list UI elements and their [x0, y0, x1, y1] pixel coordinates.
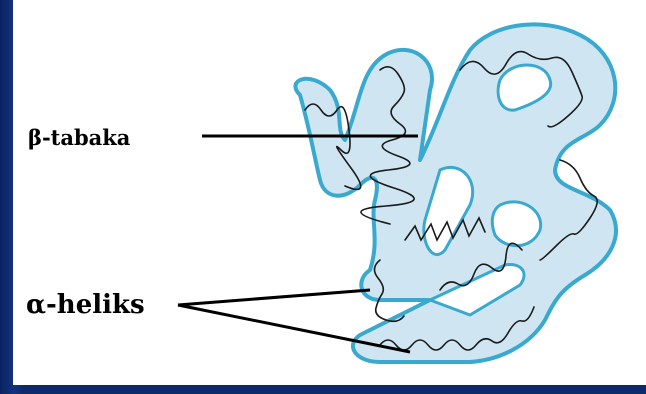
alpha-helix-label: α-heliks [26, 290, 145, 320]
protein-ribbon [295, 24, 616, 362]
beta-sheet-label: β-tabaka [28, 125, 130, 150]
ribbon-gap-lower [492, 202, 540, 246]
alpha-helix-leader-line-upper [178, 290, 370, 305]
